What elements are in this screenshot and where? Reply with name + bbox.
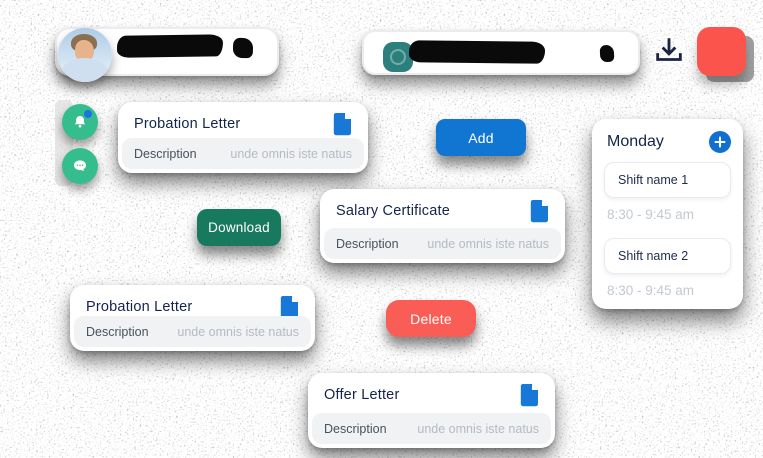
add-shift-button[interactable] [709, 131, 731, 153]
description-label: Description [336, 236, 399, 251]
description-placeholder: unde omnis iste natus [417, 421, 539, 436]
document-card: Salary Certificate Description unde omni… [320, 189, 565, 263]
chat-button[interactable] [62, 148, 98, 184]
shift-item[interactable]: Shift name 1 [604, 162, 731, 198]
file-icon[interactable] [519, 383, 541, 407]
card-title: Salary Certificate [336, 203, 450, 219]
notification-dot [84, 110, 92, 118]
card-header: Probation Letter [118, 102, 368, 136]
document-card: Probation Letter Description unde omnis … [70, 285, 315, 351]
delete-button[interactable]: Delete [386, 300, 476, 337]
avatar [58, 28, 112, 82]
file-icon[interactable] [332, 112, 354, 136]
description-placeholder: unde omnis iste natus [177, 324, 299, 339]
schedule-card: Monday Shift name 1 8:30 - 9:45 am Shift… [592, 119, 743, 309]
description-input[interactable]: Description unde omnis iste natus [324, 228, 561, 259]
card-header: Offer Letter [308, 373, 555, 407]
shift-time: 8:30 - 9:45 am [607, 283, 695, 298]
card-header: Probation Letter [70, 285, 315, 319]
red-action-button[interactable] [697, 27, 746, 76]
description-label: Description [86, 324, 149, 339]
shift-name: Shift name 1 [618, 173, 689, 187]
add-button[interactable]: Add [436, 119, 526, 156]
notifications-button[interactable] [62, 104, 98, 140]
chat-icon [74, 160, 86, 172]
redacted-app-name-scribble [408, 40, 546, 64]
download-icon[interactable] [652, 34, 686, 68]
shift-item[interactable]: Shift name 2 [604, 238, 731, 274]
description-placeholder: unde omnis iste natus [230, 146, 352, 161]
card-title: Offer Letter [324, 387, 400, 403]
description-label: Description [134, 146, 197, 161]
document-card: Probation Letter Description unde omnis … [118, 102, 368, 173]
app-logo-mark [390, 49, 406, 65]
download-button[interactable]: Download [197, 209, 281, 246]
card-title: Probation Letter [134, 116, 241, 132]
description-input[interactable]: Description unde omnis iste natus [74, 316, 311, 347]
schedule-day-title: Monday [607, 133, 664, 150]
redacted-scribble [232, 37, 254, 59]
schedule-header: Monday [592, 119, 743, 153]
shift-time: 8:30 - 9:45 am [607, 207, 695, 222]
redacted-username-scribble [116, 34, 224, 58]
file-icon[interactable] [529, 199, 551, 223]
card-header: Salary Certificate [320, 189, 565, 223]
description-input[interactable]: Description unde omnis iste natus [122, 138, 364, 169]
plus-icon [714, 136, 726, 148]
description-label: Description [324, 421, 387, 436]
card-title: Probation Letter [86, 299, 193, 315]
description-input[interactable]: Description unde omnis iste natus [312, 413, 551, 444]
app-logo-icon [383, 42, 413, 72]
avatar-hoodie [62, 58, 108, 82]
document-card: Offer Letter Description unde omnis iste… [308, 373, 555, 448]
description-placeholder: unde omnis iste natus [427, 236, 549, 251]
shift-name: Shift name 2 [618, 249, 689, 263]
redacted-scribble [599, 44, 615, 63]
